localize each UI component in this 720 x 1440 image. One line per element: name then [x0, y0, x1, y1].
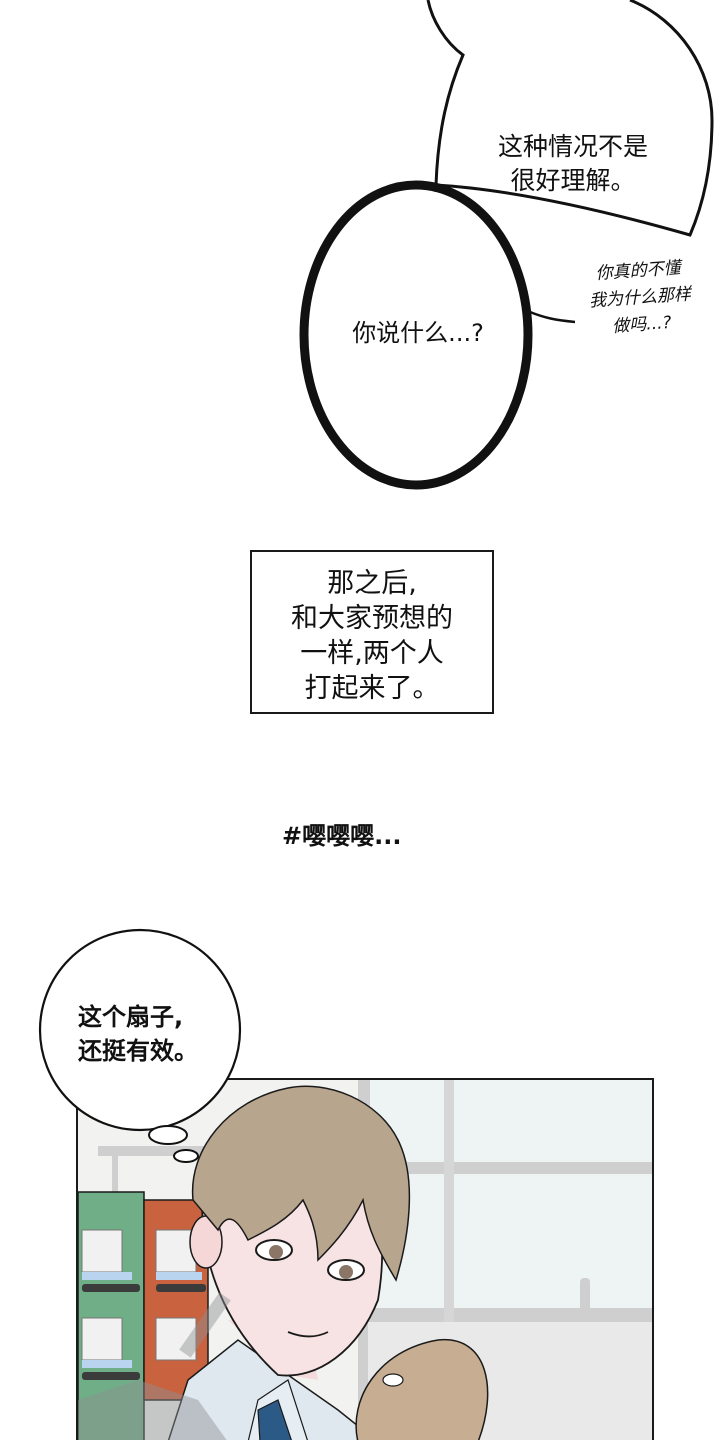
- large-bubble-text: 这种情况不是 很好理解。: [497, 132, 648, 195]
- large-speech-bubble: [299, 0, 714, 490]
- narration-caption-box: 那之后, 和大家预想的 一样,两个人 打起来了。: [250, 550, 494, 714]
- thought-bubble-text: 这个扇子, 还挺有效。: [78, 1003, 198, 1065]
- comic-panel-character: [76, 1078, 654, 1440]
- handwritten-aside-text: 你真的不懂 我为什么那样 做吗...?: [588, 258, 692, 337]
- sound-effect-text: #嘤嘤嘤...: [282, 822, 402, 850]
- thought-bubble: [38, 928, 242, 1163]
- caption-text: 那之后, 和大家预想的 一样,两个人 打起来了。: [291, 568, 453, 704]
- oval-bubble-text: 你说什么...?: [352, 319, 484, 347]
- character-illustration: [78, 1080, 652, 1440]
